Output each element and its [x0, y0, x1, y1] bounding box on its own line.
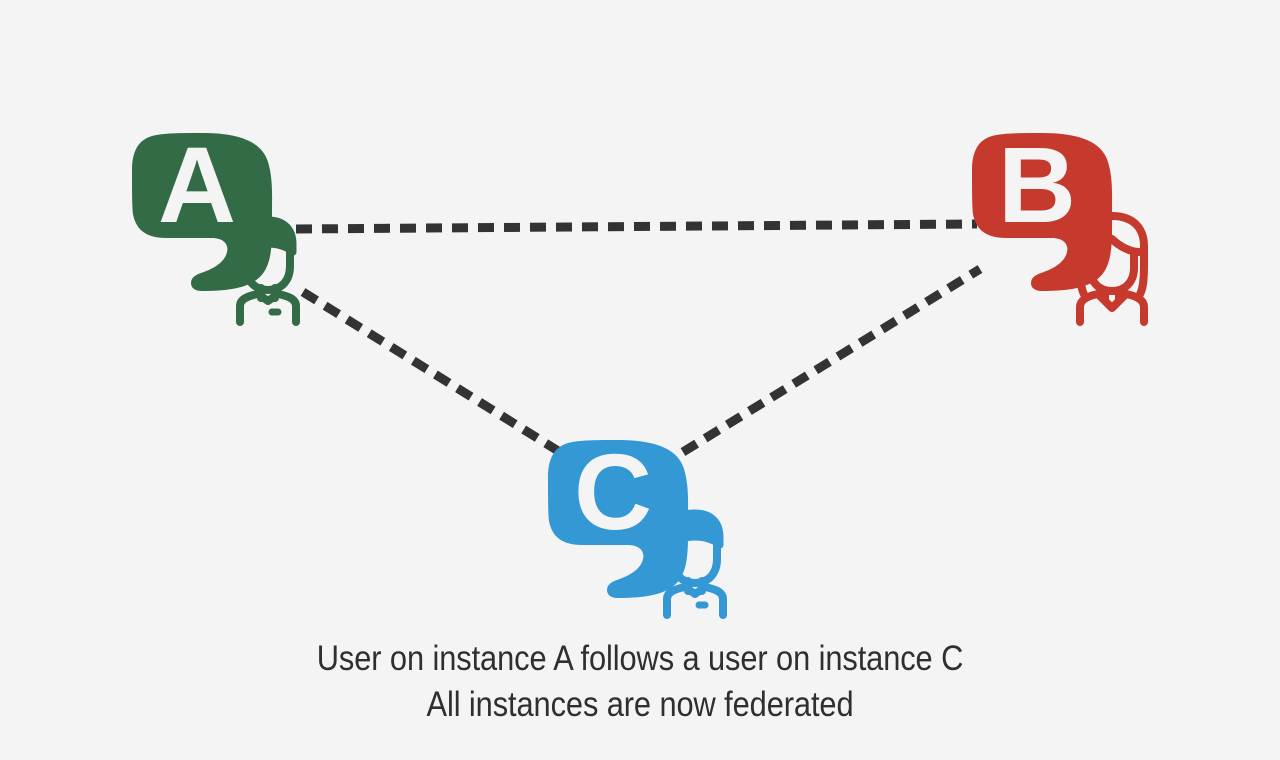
instance-c[interactable]: C — [548, 431, 727, 619]
instance-a-bubble-icon — [132, 133, 273, 291]
instance-b-avatar-icon — [1076, 212, 1148, 326]
instance-c-bubble-icon — [548, 440, 689, 598]
instance-a[interactable]: A — [132, 124, 300, 326]
instance-c-letter: C — [574, 431, 652, 552]
connection-a-c — [300, 288, 566, 458]
instance-b-letter: B — [998, 124, 1076, 245]
instance-a-letter: A — [158, 124, 236, 245]
instance-b[interactable]: B — [972, 124, 1148, 326]
instance-a-avatar-icon — [236, 216, 300, 326]
connection-lines — [295, 219, 983, 458]
connection-a-b — [295, 219, 978, 234]
connection-c-b — [680, 265, 983, 456]
instance-c-avatar-icon — [663, 509, 727, 619]
